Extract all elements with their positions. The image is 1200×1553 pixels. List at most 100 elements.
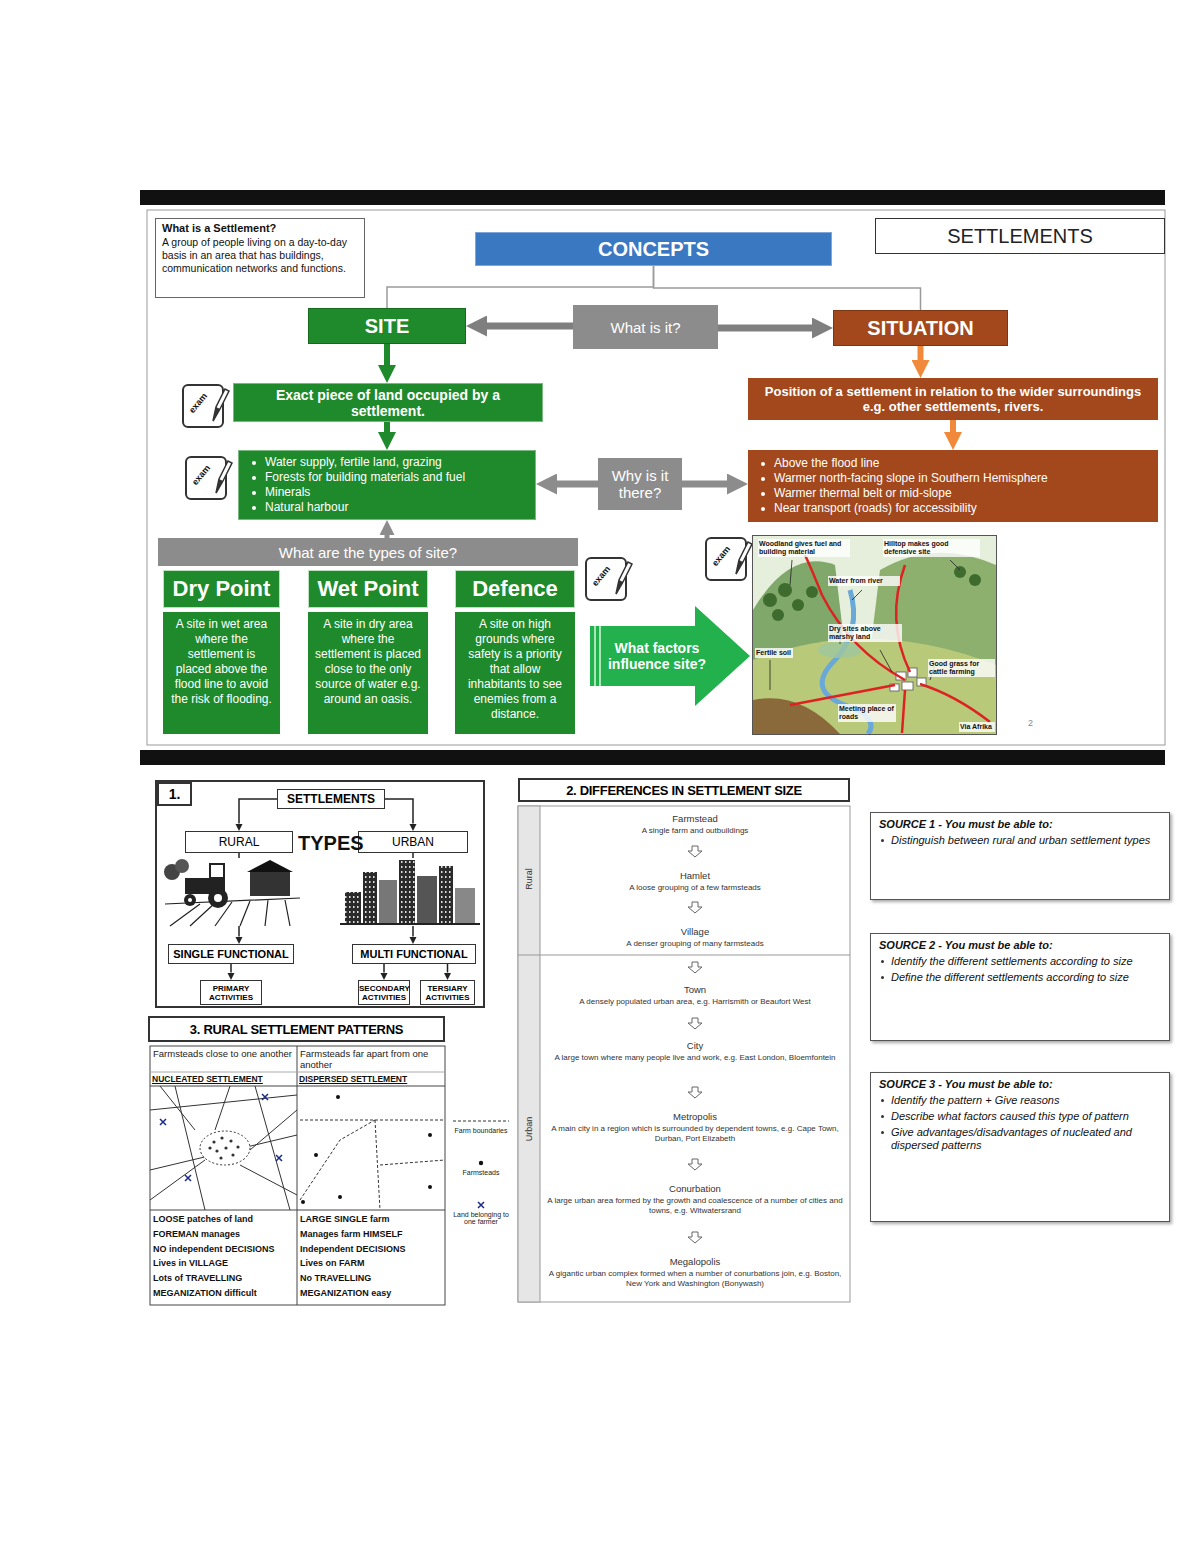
black-bar [140,750,1165,765]
box-text: URBAN [359,835,467,849]
table-cell: FOREMAN manages [153,1227,296,1241]
question-box: Why is it there? [598,458,682,510]
size-description: A denser grouping of many farmsteads [545,939,845,949]
table-heading: NUCLEATED SETTLEMENT [152,1074,296,1084]
legend-entry: Farmsteads [449,1158,513,1176]
activity-box: TERSIARY ACTIVITIES [420,980,475,1005]
arrow-stripe [599,626,601,686]
flow-arrow [682,481,727,488]
box-text: What are the types of site? [158,544,578,561]
site-factor-list: Water supply, fertile land, grazingFores… [238,450,536,520]
table-cell: Manages farm HIMSELF [300,1227,443,1241]
section-header: 3. RURAL SETTLEMENT PATTERNS [148,1016,445,1042]
box-text: Give advantages/disadvantages of nucleat… [879,1126,1161,1152]
box-text: Describe what factors caused this type o… [879,1110,1161,1123]
bracket-line [387,266,654,308]
flow-arrow [950,420,956,432]
box-text: Warmer thermal belt or mid-slope [756,486,1150,501]
box-heading: Above the flood line [756,456,1150,471]
side-label: Rural [524,849,534,909]
type-box: RURAL [185,831,293,853]
arrow-stripe [594,626,596,686]
box-text: Fertile soil [755,648,793,658]
box-heading: Defence [455,570,575,608]
site-illustration-frame: Woodland gives fuel and building materia… [752,535,997,735]
function-box: MULTI FUNCTIONAL [352,944,476,964]
legend-sample [449,1158,513,1168]
legend-text: Farm boundaries [449,1127,513,1134]
situation-factor-list: Above the flood lineWarmer north-facing … [748,450,1158,522]
legend-text: Land belonging to one farmer [449,1211,513,1225]
table-cell: Independent DECISIONS [300,1242,443,1256]
exam-tag: exam [185,389,211,417]
box-text: RURAL [186,835,292,849]
flow-arrow [918,346,924,360]
size-title: City [545,1040,845,1051]
side-label: Urban [524,1099,534,1159]
flow-arrow [447,964,449,973]
box-text: Near transport (roads) for accessibility [756,501,1150,516]
question-bar: What are the types of site? [158,538,578,566]
box-text: Define the different settlements accordi… [879,971,1161,984]
table-cell: NO independent DECISIONS [153,1242,296,1256]
size-title: Megalopolis [545,1256,845,1267]
table-cell: MEGANIZATION easy [300,1286,443,1300]
box-text: SINGLE FUNCTIONAL [169,948,293,960]
exam-tag: exam [708,542,734,570]
flow-arrow [384,422,390,432]
box-text: Hilltop makes good defensive site [883,539,980,557]
source-box: SOURCE 2 - You must be able to:Identify … [870,933,1170,1041]
box-text: Natural harbour [247,500,527,515]
box-text: Minerals [247,485,527,500]
box-heading: Woodland gives fuel and building materia… [758,539,850,557]
exam-tag: exam [588,562,614,590]
box-text: Exact piece of land occupied by a settle… [240,387,536,419]
arrow-body [590,606,750,706]
box-heading: What is a Settlement? [162,222,358,234]
box-text: SECONDARY ACTIVITIES [359,984,409,1002]
box-heading: SOURCE 2 - You must be able to: [879,939,1161,951]
size-description: A large town where many people live and … [545,1053,845,1063]
flow-arrow [557,481,598,488]
box-text: SITUATION [834,317,1007,340]
size-title: Town [545,984,845,995]
box-text: A site on high grounds where safety is a… [455,612,575,734]
box-text: Identify the pattern + Give reasons [879,1094,1161,1107]
urban-picture [340,858,480,926]
box-text: TYPES [298,832,368,855]
size-description: A single farm and outbuildings [545,826,845,836]
box-text: 2. DIFFERENCES IN SETTLEMENT SIZE [520,783,848,798]
size-description: A densely populated urban area, e.g. Har… [545,997,845,1007]
table-cell: No TRAVELLING [300,1271,443,1285]
settlement-box: SETTLEMENTS [277,789,385,809]
box-text: A group of people living on a day-to-day… [162,236,358,275]
function-box: SINGLE FUNCTIONAL [168,944,294,964]
site-box: SITE [308,308,466,344]
box-text: Forests for building materials and fuel [247,470,527,485]
box-heading: Water supply, fertile land, grazing [247,455,527,470]
box-heading: SOURCE 3 - You must be able to: [879,1078,1161,1090]
flow-arrow [383,964,385,973]
panel-border [147,210,1165,745]
box-text: A site in wet area where the settlement … [163,612,280,734]
table-cell: Farmsteads close to one another [153,1048,295,1059]
definition-box: What is a Settlement? A group of people l… [155,218,365,298]
size-table [518,806,850,1302]
size-description: A main city in a region which is surroun… [545,1124,845,1144]
table-cell: Farmsteads far apart from one another [300,1048,442,1070]
flow-arrow [239,799,277,824]
size-description: A large urban area formed by the growth … [545,1196,845,1216]
flow-arrow [718,325,812,332]
site-type-card: Wet PointA site in dry area where the se… [308,570,428,738]
size-title: Farmstead [545,813,845,824]
box-text: Dry sites above marshy land [828,624,902,642]
table-cell: LARGE SINGLE farm [300,1212,443,1226]
black-bar [140,190,1165,205]
table-cell: Lots of TRAVELLING [153,1271,296,1285]
site-type-card: Dry PointA site in wet area where the se… [163,570,280,738]
activity-box: PRIMARY ACTIVITIES [200,980,262,1005]
legend-sample [449,1116,513,1126]
exam-icon [706,538,752,580]
concept-bar: CONCEPTS [475,232,832,266]
